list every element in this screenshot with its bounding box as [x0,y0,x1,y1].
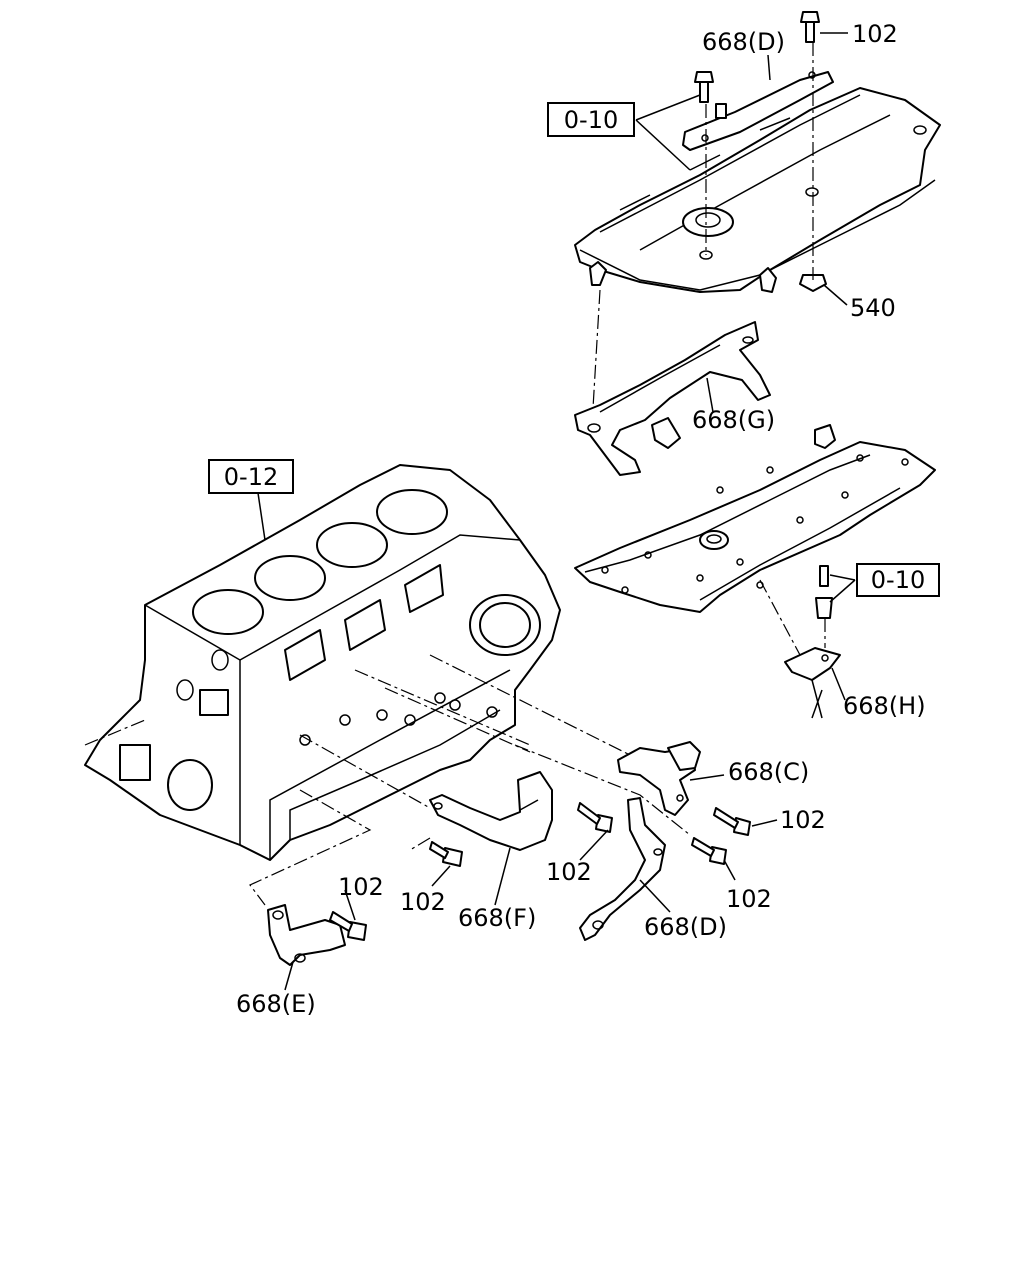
callout-102-f: 102 [400,888,446,916]
bracket-668e [267,904,346,966]
bracket-668f [429,771,553,851]
bracket-668c [617,741,701,816]
callout-102-mid: 102 [546,858,592,886]
callout-668e: 668(E) [236,990,316,1018]
bolt-102-d [691,837,727,865]
ref-box-0-12: 0-12 [208,459,294,494]
ref-0-10-mid-text: 0-10 [871,566,925,594]
bolt-102-mid [577,802,613,833]
callout-668h: 668(H) [843,692,926,720]
callout-668d-bottom: 668(D) [644,913,727,941]
bolt-102-top [800,11,820,43]
clip-0-10-top [715,103,727,119]
bolt-102-c [713,807,751,836]
bracket-668h [784,647,841,681]
callout-668g: 668(G) [692,406,775,434]
bracket-668g [574,321,771,476]
ref-box-0-10-mid: 0-10 [856,563,940,597]
callout-668f: 668(F) [458,904,536,932]
ref-0-12-text: 0-12 [224,463,278,491]
ref-0-10-top-text: 0-10 [564,106,618,134]
lower-cover [574,424,936,613]
engine-block [84,464,561,861]
callout-102-c: 102 [780,806,826,834]
upper-cover [574,71,941,293]
callout-668c: 668(C) [728,758,809,786]
callout-102-d: 102 [726,885,772,913]
bolt-102-e [329,911,367,941]
bracket-668d-lower [579,797,666,941]
callout-540: 540 [850,294,896,322]
bolt-102-f [429,841,463,867]
bolt-0-10-mid [815,565,833,619]
callout-102-top: 102 [852,20,898,48]
nut-540 [799,274,827,292]
bolt-0-10-top [694,71,714,103]
callout-668d-top: 668(D) [702,28,785,56]
callout-102-e: 102 [338,873,384,901]
ref-box-0-10-top: 0-10 [547,102,635,137]
